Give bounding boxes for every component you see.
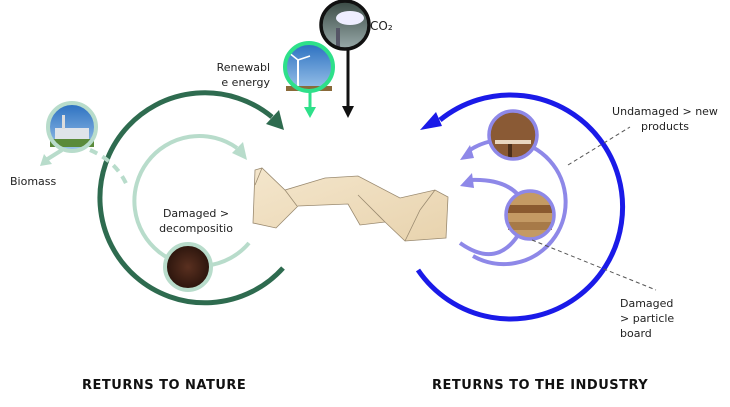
industry-outer-arrowhead (420, 112, 442, 130)
co2-label: CO₂ (370, 19, 393, 33)
damaged-particle-board-label: Damaged > particle board (620, 297, 675, 340)
undamaged-new-products-label: Undamaged > new products (612, 105, 718, 133)
soil-photo (163, 242, 213, 292)
nature-outer-arrowhead (266, 110, 284, 130)
biomass-dashed-arrow (89, 148, 130, 189)
damaged-decomposition-label: Damaged > decompositio (159, 207, 233, 235)
nature-inner-arrowhead (232, 142, 247, 160)
nature-outer-cycle-arrow (97, 90, 285, 306)
furniture-photo (487, 109, 539, 161)
co2-smokestack-photo (319, 0, 371, 51)
biomass-label: Biomass (10, 175, 57, 188)
wind-turbine-photo (283, 41, 335, 93)
biomass-plant-photo (46, 101, 98, 153)
heading-returns-to-nature: RETURNS TO NATURE (82, 378, 247, 393)
biomass-output-arrow (44, 148, 64, 162)
particle-board-photo (504, 189, 556, 241)
industry-outer-cycle-arrow (415, 92, 626, 322)
leader-line-undamaged (567, 126, 631, 166)
leader-line-particle (531, 239, 657, 291)
renewable-energy-label: Renewabl e energy (216, 61, 270, 89)
wooden-furniture-product (252, 167, 449, 242)
heading-returns-to-industry: RETURNS TO THE INDUSTRY (432, 378, 649, 393)
